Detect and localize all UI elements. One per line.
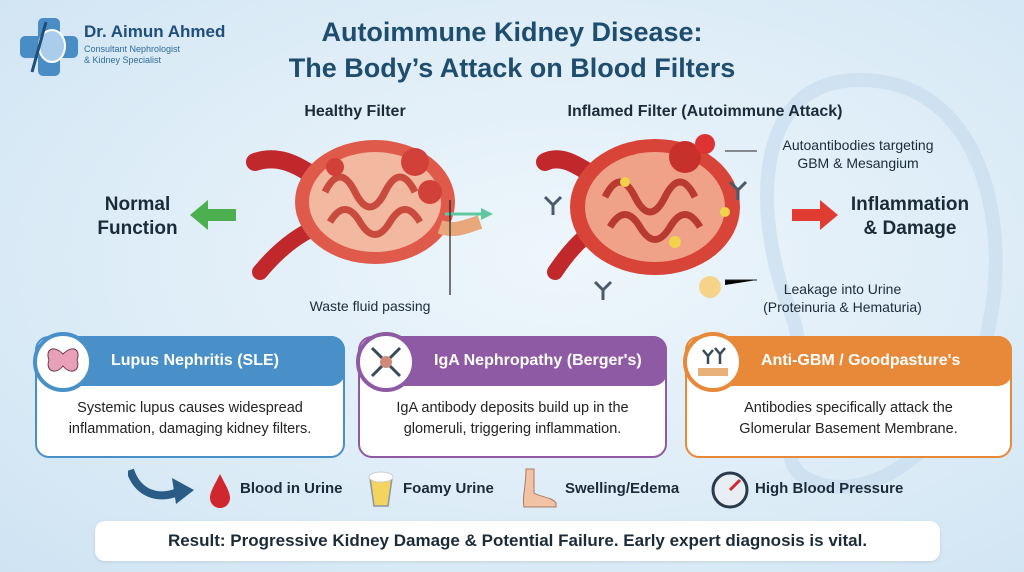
blood-pressure-gauge-icon bbox=[711, 471, 749, 509]
antibody-membrane-icon bbox=[683, 332, 743, 392]
symptom-blood-in-urine: Blood in Urine bbox=[240, 480, 343, 497]
curved-arrow-icon bbox=[128, 468, 194, 504]
red-arrow-icon bbox=[792, 200, 838, 230]
green-arrow-icon bbox=[190, 200, 236, 230]
healthy-filter-label: Healthy Filter bbox=[304, 103, 406, 120]
inflamed-glomerulus-illustration bbox=[536, 134, 748, 300]
logo-name: Dr. Aimun Ahmed bbox=[84, 22, 226, 41]
antibody-cluster-icon bbox=[356, 332, 416, 392]
butterfly-icon bbox=[33, 332, 93, 392]
card-anti-gbm: Anti-GBM / Goodpasture's Antibodies spec… bbox=[683, 332, 1012, 458]
card-lupus-nephritis: Lupus Nephritis (SLE) Systemic lupus cau… bbox=[33, 332, 345, 458]
card-title: Anti-GBM / Goodpasture's bbox=[717, 336, 1012, 386]
card-iga-nephropathy: IgA Nephropathy (Berger's) IgA antibody … bbox=[356, 332, 667, 458]
healthy-glomerulus-illustration bbox=[246, 140, 493, 280]
blood-drop-icon bbox=[210, 474, 230, 508]
logo-icon bbox=[20, 18, 78, 76]
card-title: Lupus Nephritis (SLE) bbox=[67, 336, 345, 386]
page-title: Autoimmune Kidney Disease:The Body’s Att… bbox=[288, 17, 736, 83]
result-banner: Result: Progressive Kidney Damage & Pote… bbox=[95, 521, 940, 561]
waste-fluid-annotation: Waste fluid passing bbox=[309, 298, 431, 314]
annotation-lines bbox=[725, 150, 757, 285]
card-title: IgA Nephropathy (Berger's) bbox=[390, 336, 667, 386]
pointer-line bbox=[449, 200, 451, 295]
inflammation-damage-label: Inflammation& Damage bbox=[850, 194, 970, 239]
background-kidney-icon bbox=[760, 72, 1003, 494]
symptom-high-blood-pressure: High Blood Pressure bbox=[755, 480, 904, 497]
symptom-foamy-urine: Foamy Urine bbox=[403, 480, 494, 497]
swollen-foot-icon bbox=[522, 468, 557, 508]
symptom-swelling-edema: Swelling/Edema bbox=[565, 480, 680, 497]
leakage-annotation: Leakage into Urine(Proteinuria & Hematur… bbox=[763, 281, 922, 315]
inflamed-filter-label: Inflamed Filter (Autoimmune Attack) bbox=[567, 103, 843, 120]
logo-subtitle: Consultant Nephrologist& Kidney Speciali… bbox=[84, 44, 181, 65]
foamy-urine-cup-icon bbox=[368, 471, 394, 507]
